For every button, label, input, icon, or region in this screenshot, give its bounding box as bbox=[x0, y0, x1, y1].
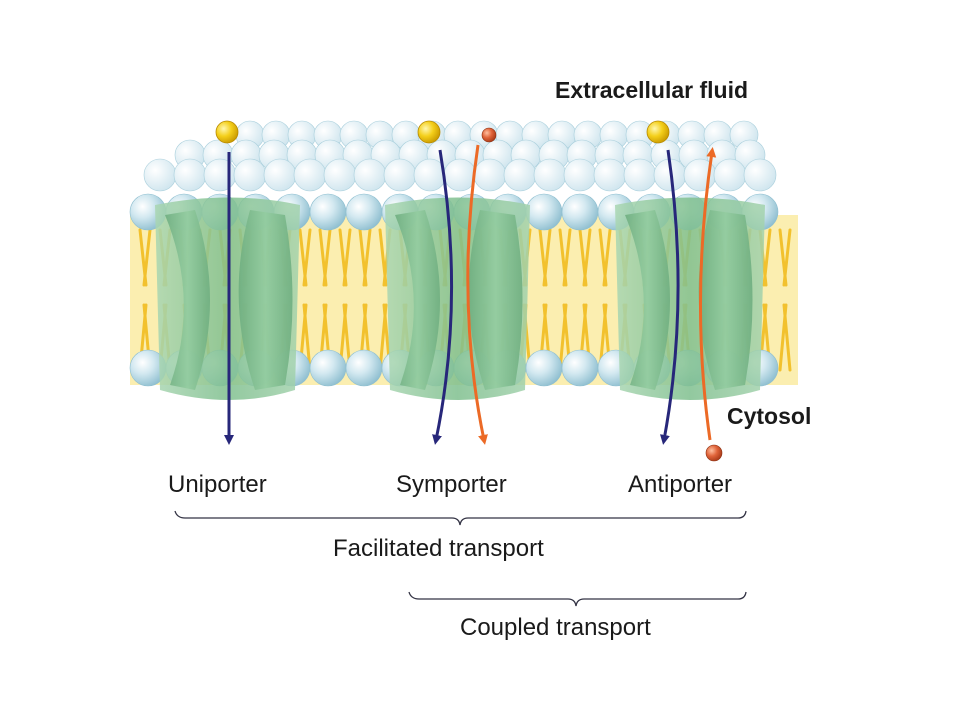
lipid-head bbox=[561, 349, 599, 387]
antiporter-primary-solute bbox=[646, 120, 670, 144]
symporter-primary-arrow bbox=[432, 149, 454, 445]
lipid-head bbox=[143, 158, 177, 192]
symporter-secondary-solute bbox=[481, 127, 497, 143]
lipid-tail bbox=[298, 228, 312, 287]
lipid-head bbox=[473, 158, 507, 192]
lipid-head bbox=[309, 193, 347, 231]
extracellular-fluid-label: Extracellular fluid bbox=[555, 77, 749, 103]
uniporter-label: Uniporter bbox=[168, 471, 267, 498]
lipid-head bbox=[173, 158, 207, 192]
antiporter-secondary-arrow bbox=[699, 147, 717, 441]
lipid-head bbox=[203, 158, 237, 192]
coupled-transport-bracket bbox=[408, 591, 747, 607]
lipid-head bbox=[263, 158, 297, 192]
uniporter-solute bbox=[215, 120, 239, 144]
lipid-tail bbox=[358, 228, 372, 287]
symporter-secondary-arrow bbox=[466, 144, 488, 445]
symporter-label: Symporter bbox=[396, 471, 507, 498]
coupled-transport-label: Coupled transport bbox=[460, 614, 651, 641]
lipid-head bbox=[623, 158, 657, 192]
lipid-head bbox=[503, 158, 537, 192]
facilitated-transport-bracket bbox=[174, 510, 747, 526]
lipid-head bbox=[345, 193, 383, 231]
symporter-primary-solute bbox=[417, 120, 441, 144]
lipid-head bbox=[443, 158, 477, 192]
lipid-head bbox=[309, 349, 347, 387]
lipid-tail bbox=[578, 228, 592, 287]
lipid-head bbox=[383, 158, 417, 192]
lipid-tail bbox=[338, 228, 352, 287]
lipid-head bbox=[345, 349, 383, 387]
lipid-tail bbox=[778, 303, 792, 372]
antiporter-label: Antiporter bbox=[628, 471, 733, 498]
lipid-heads-back bbox=[143, 120, 777, 192]
lipid-head bbox=[561, 193, 599, 231]
lipid-head bbox=[593, 158, 627, 192]
symporter-protein bbox=[385, 197, 530, 400]
lipid-tail bbox=[598, 228, 612, 287]
antiporter-protein bbox=[615, 197, 765, 400]
lipid-tail bbox=[318, 228, 332, 287]
lipid-tail bbox=[778, 228, 792, 287]
lipid-head bbox=[525, 349, 563, 387]
lipid-head bbox=[353, 158, 387, 192]
lipid-head bbox=[233, 158, 267, 192]
facilitated-transport-label: Facilitated transport bbox=[333, 535, 544, 562]
lipid-head bbox=[323, 158, 357, 192]
lipid-tail bbox=[138, 228, 152, 287]
lipid-head bbox=[293, 158, 327, 192]
lipid-head bbox=[533, 158, 567, 192]
lipid-head bbox=[563, 158, 597, 192]
lipid-head bbox=[525, 193, 563, 231]
cytosol-label: Cytosol bbox=[727, 403, 812, 429]
lipid-head bbox=[713, 158, 747, 192]
lipid-head bbox=[743, 158, 777, 192]
antiporter-secondary-solute bbox=[705, 444, 723, 462]
lipid-tail bbox=[538, 228, 552, 287]
antiporter-primary-arrow bbox=[659, 149, 680, 445]
lipid-tail bbox=[558, 228, 572, 287]
